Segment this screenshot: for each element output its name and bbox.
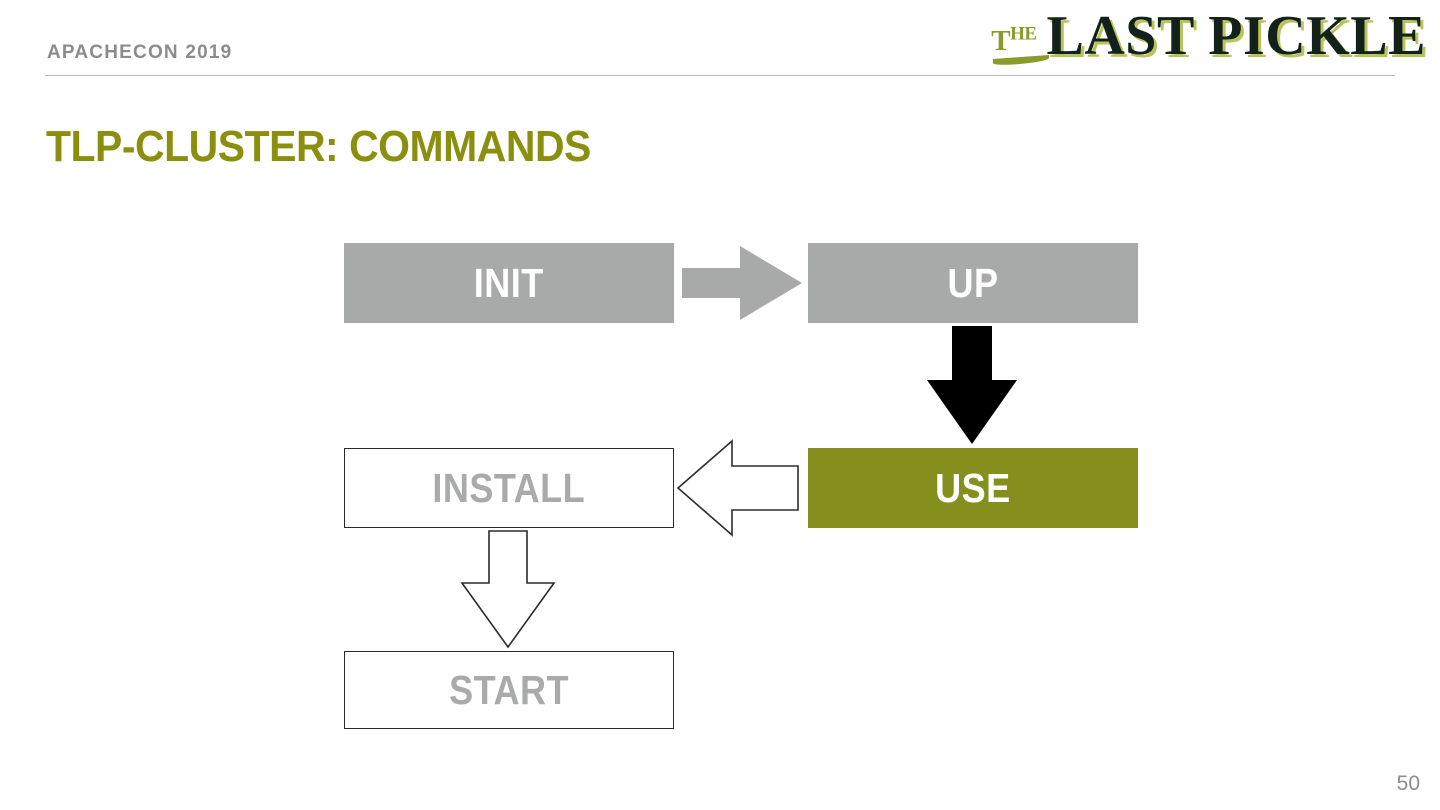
flow-node-start-label: START [449, 666, 569, 713]
arrow-left-use-to-install-icon [676, 439, 799, 537]
the-last-pickle-logo: THE LAST PICKLE [991, 8, 1426, 68]
flow-node-init: INIT [344, 243, 674, 323]
header-divider [45, 75, 1395, 76]
flow-node-init-label: INIT [474, 259, 544, 306]
logo-the-he: HE [1010, 23, 1037, 45]
page-number: 50 [1396, 772, 1420, 795]
arrow-down-up-to-use-icon [927, 326, 1017, 444]
flow-node-up-label: UP [947, 259, 999, 306]
logo-the-t: T [991, 25, 1011, 57]
page-title: TLP-CLUSTER: COMMANDS [46, 122, 591, 171]
flow-node-up: UP [808, 243, 1138, 323]
flow-node-use-label: USE [935, 464, 1011, 511]
logo-the-text: THE [991, 24, 1050, 68]
flow-node-install-label: INSTALL [432, 464, 586, 511]
flow-node-use: USE [808, 448, 1138, 528]
flow-node-install: INSTALL [344, 448, 674, 528]
logo-wordmark: LAST PICKLE [1046, 5, 1426, 67]
flow-node-start: START [344, 651, 674, 729]
conference-eyebrow: APACHECON 2019 [47, 42, 233, 63]
arrow-right-init-to-up-icon [682, 246, 802, 320]
arrow-down-install-to-start-icon [460, 530, 556, 649]
